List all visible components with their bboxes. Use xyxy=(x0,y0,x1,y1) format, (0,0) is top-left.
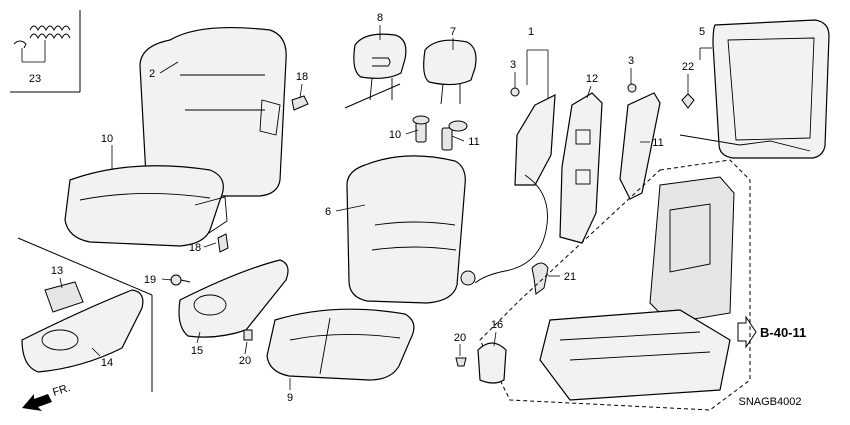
callout-12: 11 xyxy=(652,137,663,149)
callout-5: 5 xyxy=(699,26,705,38)
section-divider xyxy=(17,237,153,296)
seat-back-frame-5 xyxy=(679,19,830,159)
callout-23: 23 xyxy=(29,73,41,85)
front-direction-label: FR. xyxy=(51,382,72,399)
seat-cushion-cover-6 xyxy=(64,165,228,247)
callout-7: 9 xyxy=(287,392,293,404)
callout-3-right: 3 xyxy=(628,55,634,67)
callout-15: 14 xyxy=(101,357,113,369)
leader-lines xyxy=(59,25,712,390)
callout-10: 10 xyxy=(389,129,401,141)
reference-code-label: B-40-11 xyxy=(760,325,806,340)
clip-18-lower xyxy=(217,233,229,253)
side-airbag-assembly-1 xyxy=(460,93,556,286)
callout-3-left: 3 xyxy=(510,59,516,71)
side-cover-15 xyxy=(21,289,144,373)
headrest-guides-10-11 xyxy=(412,115,468,151)
callout-22: 22 xyxy=(682,61,694,73)
callout-16: 15 xyxy=(191,345,203,357)
seat-cushion-pad-7 xyxy=(266,308,415,381)
seat-back-pad-4 xyxy=(346,155,466,304)
callout-11: 11 xyxy=(468,136,479,148)
diagram-code-label: SNAGB4002 xyxy=(739,396,802,408)
callout-20-right: 20 xyxy=(454,332,466,344)
seat-back-cover-2 xyxy=(139,26,287,197)
callout-9: 8 xyxy=(377,12,383,24)
callout-4: 6 xyxy=(325,206,331,218)
callout-17: 16 xyxy=(491,319,503,331)
headrest-8 xyxy=(423,39,477,105)
callout-1: 1 xyxy=(528,26,534,38)
callout-21: 21 xyxy=(564,271,576,283)
callout-13: 12 xyxy=(586,73,598,85)
clip-20-left xyxy=(243,329,253,341)
screws-3 xyxy=(510,83,637,97)
seat-frame-assembly xyxy=(479,159,751,411)
trim-cover-17 xyxy=(477,342,507,384)
power-seat-switch-14 xyxy=(44,281,84,313)
screw-19 xyxy=(170,274,191,286)
callout-8: 7 xyxy=(450,26,456,38)
reference-arrow xyxy=(737,315,757,349)
clip-20-right xyxy=(455,357,467,367)
side-bolster-12 xyxy=(619,92,661,200)
airbag-frame-13 xyxy=(559,92,603,244)
callout-14: 13 xyxy=(51,265,63,277)
clip-18-upper xyxy=(291,95,309,111)
callout-6: 10 xyxy=(101,133,113,145)
headrest-9 xyxy=(344,33,407,109)
clip-21 xyxy=(531,262,549,295)
callout-20-left: 20 xyxy=(239,355,251,367)
callout-18-lower: 18 xyxy=(189,242,201,254)
callout-labels: 23 2 10 8 7 18 10 11 6 1 3 3 12 11 5 22 … xyxy=(29,12,705,404)
callout-19: 19 xyxy=(144,274,156,286)
callout-2: 2 xyxy=(149,68,155,80)
part-23-clip-set xyxy=(10,10,81,93)
side-cover-16 xyxy=(178,259,289,338)
front-direction-arrow xyxy=(22,394,52,411)
callout-18-upper: 18 xyxy=(296,71,308,83)
